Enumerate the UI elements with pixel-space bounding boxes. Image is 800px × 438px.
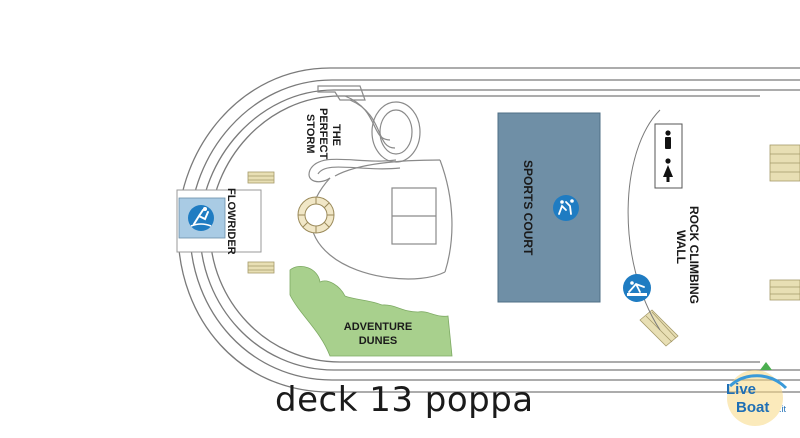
- deck-caption: deck 13 poppa: [275, 380, 534, 420]
- rock-climbing-label-line2: WALL: [674, 230, 688, 264]
- rock-climbing-wall: [623, 109, 661, 331]
- sports-court: [497, 112, 601, 303]
- logo-text-line1: Live: [726, 381, 756, 398]
- deck-chairs: [247, 144, 800, 347]
- perfect-storm-line2: PERFECT: [317, 108, 329, 160]
- surfer-icon: [188, 205, 214, 231]
- sports-court-label: SPORTS COURT: [521, 160, 535, 256]
- perfect-storm-line3: STORM: [304, 114, 316, 154]
- hull-outline: [177, 67, 800, 393]
- man-restroom-icon: [665, 130, 671, 149]
- climber-icon: [623, 274, 651, 302]
- perfect-storm-label: THE PERFECT STORM: [304, 108, 342, 160]
- liveboat-logo: Live Boat .it: [726, 362, 788, 426]
- woman-restroom-icon: [663, 158, 673, 182]
- adventure-dunes-line2: DUNES: [359, 335, 398, 347]
- logo-text-line2: Boat: [736, 399, 769, 416]
- perfect-storm-line1: THE: [330, 124, 342, 146]
- flowrider-area: [176, 189, 262, 253]
- adventure-dunes: [289, 266, 453, 357]
- logo-suffix: .it: [779, 404, 787, 414]
- flowrider-label: FLOWRIDER: [225, 188, 237, 255]
- basketball-players-icon: [553, 195, 579, 221]
- restrooms: [654, 123, 683, 189]
- perfect-storm-slides: [308, 85, 453, 280]
- rock-climbing-label-line1: ROCK CLIMBING: [687, 206, 701, 304]
- spiral-staircase: [297, 196, 335, 234]
- adventure-dunes-line1: ADVENTURE: [344, 321, 412, 333]
